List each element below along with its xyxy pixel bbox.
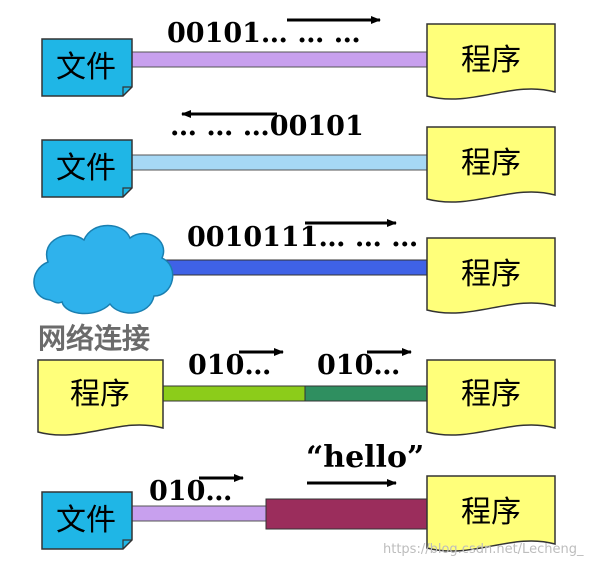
file-label-2: 文件 — [56, 151, 116, 186]
row-5: 文件 程序 010… “hello” — [41, 440, 556, 552]
file-box-1: 文件 — [41, 38, 133, 97]
program-label-5: 程序 — [461, 495, 521, 530]
pipe-5-thin — [131, 505, 269, 522]
program-box-1: 程序 — [426, 23, 556, 100]
program-label-2: 程序 — [461, 146, 521, 181]
row-3: 程序 0010111… … … 网络连接 — [33, 219, 556, 355]
pipe-4-right — [304, 385, 429, 402]
bits-label-3: 0010111… … … — [187, 222, 418, 253]
program-label-4-left: 程序 — [70, 377, 130, 412]
program-label-4-right: 程序 — [461, 377, 521, 412]
program-box-2: 程序 — [426, 126, 556, 203]
pipe-3 — [161, 259, 429, 276]
row-4: 程序 程序 010… 010… — [37, 348, 556, 436]
watermark: https://blog.csdn.net/Lecheng_ — [383, 542, 584, 557]
cloud — [33, 224, 174, 315]
hello-label: “hello” — [306, 440, 424, 475]
bits-label-4-right: 010… — [317, 350, 400, 381]
pipe-5-thick — [265, 498, 429, 530]
bits-label-1: 00101… … … — [167, 18, 361, 49]
bits-label-4-left: 010… — [188, 350, 271, 381]
bits-label-5: 010… — [149, 476, 232, 507]
program-label-1: 程序 — [461, 43, 521, 78]
pipe-4-left — [161, 385, 306, 402]
cloud-label: 网络连接 — [38, 322, 150, 355]
pipe-2 — [131, 154, 429, 171]
file-box-2: 文件 — [41, 139, 133, 198]
row-2: 文件 程序 … … …00101 — [41, 110, 556, 203]
program-label-3: 程序 — [461, 257, 521, 292]
pipe-1 — [131, 51, 429, 68]
bits-label-2: … … …00101 — [170, 111, 364, 142]
file-label-5: 文件 — [56, 503, 116, 538]
file-label-1: 文件 — [56, 50, 116, 85]
program-box-4-right: 程序 — [426, 359, 556, 436]
program-box-5: 程序 — [426, 475, 556, 552]
program-box-3: 程序 — [426, 237, 556, 314]
file-box-5: 文件 — [41, 491, 133, 550]
program-box-4-left: 程序 — [37, 359, 164, 436]
row-1: 文件 程序 00101… … … — [41, 16, 556, 100]
